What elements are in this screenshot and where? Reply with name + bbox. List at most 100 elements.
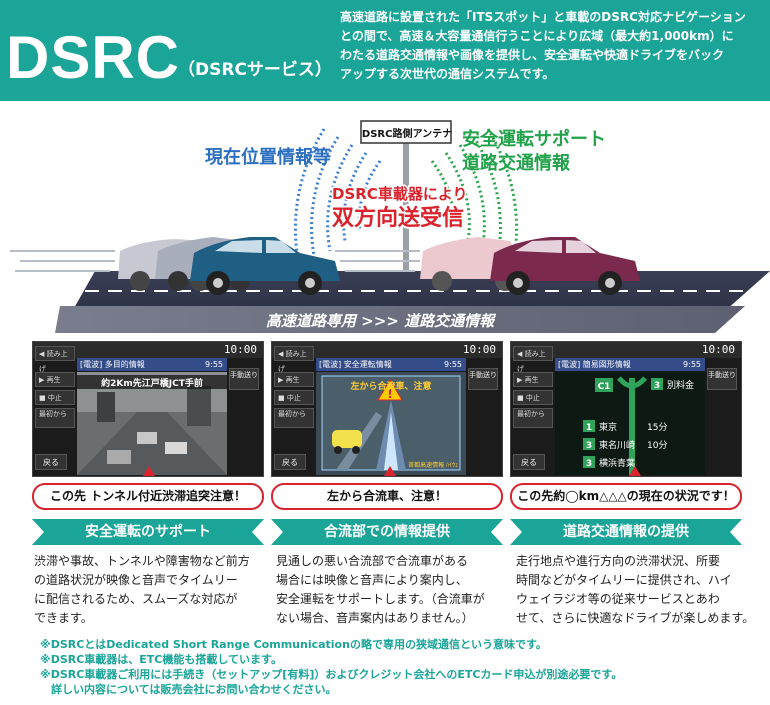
body-line: 渋滞や事故、トンネルや障害物など前方: [34, 554, 250, 568]
manual-forward-button[interactable]: 手動送り: [229, 368, 259, 390]
intro-text: 高速道路に設置された「ITSスポット」と車載のDSRC対応ナビゲーション との間…: [340, 8, 760, 84]
back-button[interactable]: 戻る: [513, 454, 545, 470]
screen-message: 左から合流車、注意: [349, 380, 431, 392]
callout-merge-warning: 左から合流車、注意！: [271, 483, 503, 510]
antenna-sign-text: DSRC路側アンテナ: [362, 127, 452, 140]
body-line: 安全運転をサポートします。（合流車が: [276, 592, 485, 606]
route-diagram-image: C1 3 別料金 1 東京 15分 3 東名川崎 10分 3 横浜青葉: [555, 372, 705, 475]
section-body-merge: 見通しの悪い合流部で合流車がある 場合には映像と音声により案内し、 安全運転をサ…: [276, 552, 516, 628]
back-button[interactable]: 戻る: [274, 454, 306, 470]
callout-current-status: この先約◯km△△△の現在の状況です！: [510, 483, 742, 510]
rewind-button[interactable]: 最初から: [35, 408, 75, 428]
row-num: 3: [586, 441, 592, 451]
screen-clock: 10:00: [701, 343, 735, 356]
route-badge: C1: [598, 382, 611, 392]
dsrc-logo: DSRC: [6, 24, 181, 91]
manual-forward-button[interactable]: 手動送り: [707, 368, 737, 390]
road-label-band: [55, 306, 745, 333]
screen-topbar: 10:00: [272, 342, 502, 358]
footnote: ※DSRCとはDedicated Short Range Communicati…: [40, 638, 547, 651]
logo-subtitle: （DSRCサービス）: [178, 60, 332, 80]
right-signal-label-1: 安全運転サポート: [462, 128, 606, 150]
footnotes: ※DSRCとはDedicated Short Range Communicati…: [40, 637, 760, 697]
read-aloud-button[interactable]: ◀ 読み上げ: [35, 346, 75, 373]
body-line: 走行地点や進行方向の渋滞状況、所要: [516, 554, 721, 568]
antenna-sign-box: [360, 120, 452, 144]
body-line: ウェイラジオ等の従来サービスとあわ: [516, 592, 720, 606]
row-name: 横浜青葉: [599, 457, 635, 469]
screen-clock: 10:00: [462, 343, 496, 356]
route-badge-2: 3: [654, 381, 660, 391]
row-min: 10分: [647, 440, 667, 451]
row-name: 東名川崎: [599, 439, 635, 451]
screen-tag: [電波] 多目的情報: [80, 360, 145, 369]
pointer-marker: [384, 466, 396, 476]
svg-text:!: !: [387, 387, 392, 401]
section-title-merge: 合流部での情報提供: [271, 519, 503, 545]
section-body-traffic: 走行地点や進行方向の渋滞状況、所要 時間などがタイムリーに提供され、ハイ ウェイ…: [516, 552, 756, 628]
section-title-safety: 安全運転のサポート: [32, 519, 264, 545]
rewind-button[interactable]: 最初から: [513, 408, 553, 428]
row-num: 3: [586, 459, 592, 469]
footnote: ※DSRC車載器は、ETC機能も搭載しています。: [40, 653, 282, 666]
section-title-traffic: 道路交通情報の提供: [510, 519, 742, 545]
header-banner: DSRC （DSRCサービス） 高速道路に設置された「ITSスポット」と車載のD…: [0, 0, 770, 101]
stop-button[interactable]: ■ 中止: [35, 390, 75, 405]
screen-time: 9:55: [444, 360, 462, 369]
body-line: 見通しの悪い合流部で合流車がある: [276, 554, 469, 568]
screen-time: 9:55: [205, 360, 223, 369]
road-label: 高速道路専用 >>> 道路交通情報: [266, 312, 497, 330]
rewind-button[interactable]: 最初から: [274, 408, 314, 428]
car-blue: [190, 237, 340, 295]
merge-warning-image: ! 左から合流車、注意 首都高速情報 ﾊｲｳｪ: [316, 372, 466, 475]
back-button[interactable]: 戻る: [35, 454, 67, 470]
footnote: ※DSRC車載器ご利用には手続き（セットアップ[有料]）およびクレジット会社への…: [40, 668, 623, 681]
footnote: 詳しい内容については販売会社にお問い合わせください。: [40, 683, 337, 696]
screen-clock: 10:00: [223, 343, 257, 356]
hero-illustration: DSRC路側アンテナ 現在位置情報等 安全運転サポート 道路交通情報 DSRC車…: [0, 101, 770, 341]
play-button[interactable]: ▶ 再生: [35, 372, 75, 387]
exit-label: 別料金: [667, 379, 694, 391]
pointer-marker: [143, 466, 155, 476]
row-name: 東京: [599, 421, 617, 433]
body-line: できます。: [34, 611, 93, 625]
screen-title: [電波] 多目的情報 9:55: [77, 358, 227, 371]
intro-line: わたる道路交通情報や画像を提供し、安全運転や快適ドライブをバック: [340, 48, 725, 62]
hero-svg: DSRC路側アンテナ 現在位置情報等 安全運転サポート 道路交通情報 DSRC車…: [10, 120, 770, 333]
nav-screen-1: 10:00 ◀ 読み上げ [電波] 多目的情報 9:55 ▶ 再生 ■ 中止 最初…: [32, 341, 264, 477]
callout-tunnel-warning: この先 トンネル付近渋滞追突注意！: [32, 483, 264, 510]
center-label-1: DSRC車載器により: [332, 185, 468, 203]
right-signal-label-2: 道路交通情報: [462, 152, 571, 174]
body-line: せて、さらに快適なドライブが楽しめます。: [516, 611, 755, 625]
stop-button[interactable]: ■ 中止: [513, 390, 553, 405]
screen-footer: 首都高速情報 ﾊｲｳｪ: [408, 461, 458, 469]
antenna-pole: [403, 139, 409, 271]
stop-button[interactable]: ■ 中止: [274, 390, 314, 405]
body-line: に配信されるため、スムーズな対応が: [34, 592, 238, 606]
read-aloud-button[interactable]: ◀ 読み上げ: [274, 346, 314, 373]
row-min: 15分: [647, 422, 667, 433]
play-button[interactable]: ▶ 再生: [274, 372, 314, 387]
center-label-2: 双方向送受信: [332, 205, 464, 231]
screen-tag: [電波] 安全運転情報: [319, 360, 392, 369]
traffic-camera-image: 約2Km先江戸橋JCT手前: [77, 372, 227, 475]
screen-title: [電波] 安全運転情報 9:55: [316, 358, 466, 371]
nav-screen-2: 10:00 ◀ 読み上げ [電波] 安全運転情報 9:55 ▶ 再生 ■ 中止 最…: [271, 341, 503, 477]
play-button[interactable]: ▶ 再生: [513, 372, 553, 387]
manual-forward-button[interactable]: 手動送り: [468, 368, 498, 390]
screen-time: 9:55: [683, 360, 701, 369]
intro-line: 高速道路に設置された「ITSスポット」と車載のDSRC対応ナビゲーション: [340, 10, 746, 24]
car-maroon: [490, 237, 640, 295]
screen-message: 約2Km先江戸橋JCT手前: [101, 377, 203, 389]
read-aloud-button[interactable]: ◀ 読み上げ: [513, 346, 553, 373]
pointer-marker: [629, 466, 641, 476]
section-body-safety: 渋滞や事故、トンネルや障害物など前方 の道路状況が映像と音声でタイムリー に配信…: [34, 552, 274, 628]
left-signal-label: 現在位置情報等: [205, 146, 331, 168]
body-line: 場合には映像と音声により案内し、: [276, 573, 468, 587]
intro-line: との間で、高速＆大容量通信行うことにより広域（最大約1,000km）に: [340, 29, 734, 43]
screen-topbar: 10:00: [33, 342, 263, 358]
screen-topbar: 10:00: [511, 342, 741, 358]
body-line: 時間などがタイムリーに提供され、ハイ: [516, 573, 732, 587]
